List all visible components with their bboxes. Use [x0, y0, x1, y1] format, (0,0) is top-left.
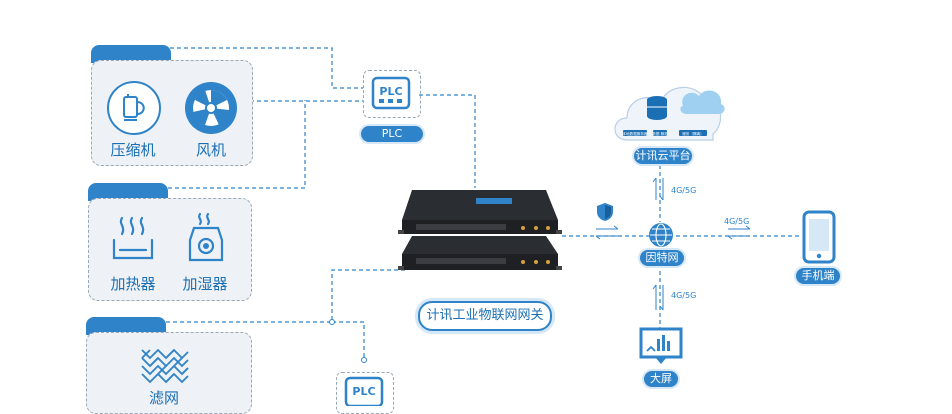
filter-mesh-icon [141, 348, 189, 384]
plc-icon-text: PLC [379, 85, 402, 98]
group-1-tab [91, 45, 171, 63]
cloud-inner-text: 本地数据服务器 [622, 131, 648, 136]
heater-icon [112, 216, 154, 260]
plc-label: PLC [361, 126, 423, 142]
cloud-inner-text: 数据 服务 [652, 131, 668, 136]
connection-lines [166, 47, 800, 363]
compressor-icon [107, 81, 161, 135]
plc2-icon-text: PLC [352, 385, 375, 398]
group-3-tab [86, 317, 166, 335]
link-label-internet-screen: 4G/5G [671, 291, 697, 300]
link-label-cloud-internet: 4G/5G [671, 186, 697, 195]
device-label: 风机 [195, 141, 226, 159]
mobile-phone-icon [802, 210, 836, 264]
screen-label: 大屏 [644, 371, 678, 387]
device-label: 压缩机 [110, 141, 156, 159]
device-label: 滤网 [148, 389, 179, 407]
cloud-platform-icon: 本地数据服务器 数据 服务 服务（隔离） [614, 86, 725, 141]
globe-icon [649, 223, 673, 247]
group-2-tab [88, 183, 168, 201]
device-label: 加热器 [110, 275, 156, 293]
cloud-inner-text: 服务（隔离） [682, 131, 704, 136]
big-screen-icon [639, 327, 683, 364]
fan-icon [185, 82, 237, 134]
gateway-label: 计讯工业物联网网关 [418, 301, 552, 331]
group-2-box [88, 198, 252, 301]
plc-frame [363, 70, 421, 118]
internet-label: 因特网 [640, 250, 684, 266]
gateway-device-icon [398, 190, 562, 270]
cloud-label: 计讯云平台 [634, 148, 692, 164]
device-label: 加湿器 [182, 275, 228, 293]
phone-label: 手机端 [796, 268, 840, 284]
plc2-icon: PLC [344, 376, 384, 406]
humidifier-icon [188, 212, 224, 262]
security-shield-icon [597, 203, 613, 221]
link-label-internet-phone: 4G/5G [724, 217, 750, 226]
plc-icon: PLC [371, 76, 411, 110]
